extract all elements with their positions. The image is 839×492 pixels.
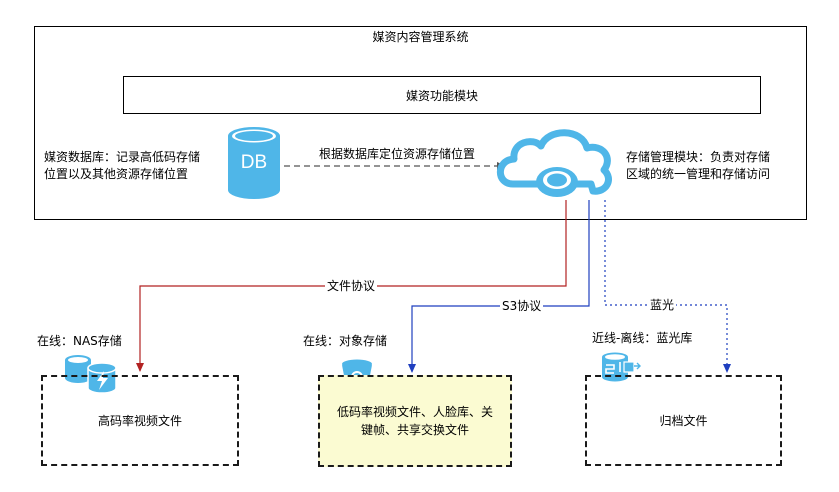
object-box-line2: 键帧、共享交换文件 xyxy=(360,423,469,437)
bluray-label: 蓝光 xyxy=(648,297,677,314)
database-icon xyxy=(228,127,280,199)
archive-storage-box[interactable]: 归档文件 xyxy=(585,375,782,466)
object-storage-box[interactable]: 低码率视频文件、人脸库、关 键帧、共享交换文件 xyxy=(318,375,512,467)
object-header: 在线：对象存储 xyxy=(303,334,388,348)
system-container xyxy=(34,26,807,220)
db-icon-label: DB xyxy=(240,152,268,173)
system-title: 媒资内容管理系统 xyxy=(372,30,469,44)
storage-mgmt-line2: 区域的统一管理和存储访问 xyxy=(626,167,771,181)
db-description-line2: 位置以及其他资源存储位置 xyxy=(44,167,189,181)
storage-mgmt-description: 存储管理模块：负责对存储 区域的统一管理和存储访问 xyxy=(626,149,770,183)
nas-box-text: 高码率视频文件 xyxy=(97,413,182,428)
db-arrow-label: 根据数据库定位资源存储位置 xyxy=(317,146,478,163)
object-box-line1: 低码率视频文件、人脸库、关 xyxy=(336,405,493,419)
nas-storage-icon xyxy=(65,355,117,394)
nas-storage-box[interactable]: 高码率视频文件 xyxy=(41,375,239,466)
db-description-line1: 媒资数据库：记录高低码存储 xyxy=(44,150,201,164)
media-function-module[interactable]: 媒资功能模块 xyxy=(123,76,761,114)
storage-mgmt-line1: 存储管理模块：负责对存储 xyxy=(626,150,771,164)
archive-box-text: 归档文件 xyxy=(659,413,708,428)
cloud-storage-icon xyxy=(496,129,612,197)
archive-header: 近线-离线：蓝光库 xyxy=(592,331,693,345)
s3-protocol-label: S3协议 xyxy=(500,298,544,315)
module-label: 媒资功能模块 xyxy=(405,88,478,103)
db-description: 媒资数据库：记录高低码存储 位置以及其他资源存储位置 xyxy=(44,149,200,183)
file-protocol-label: 文件协议 xyxy=(325,278,378,295)
nas-header: 在线：NAS存储 xyxy=(37,334,122,348)
